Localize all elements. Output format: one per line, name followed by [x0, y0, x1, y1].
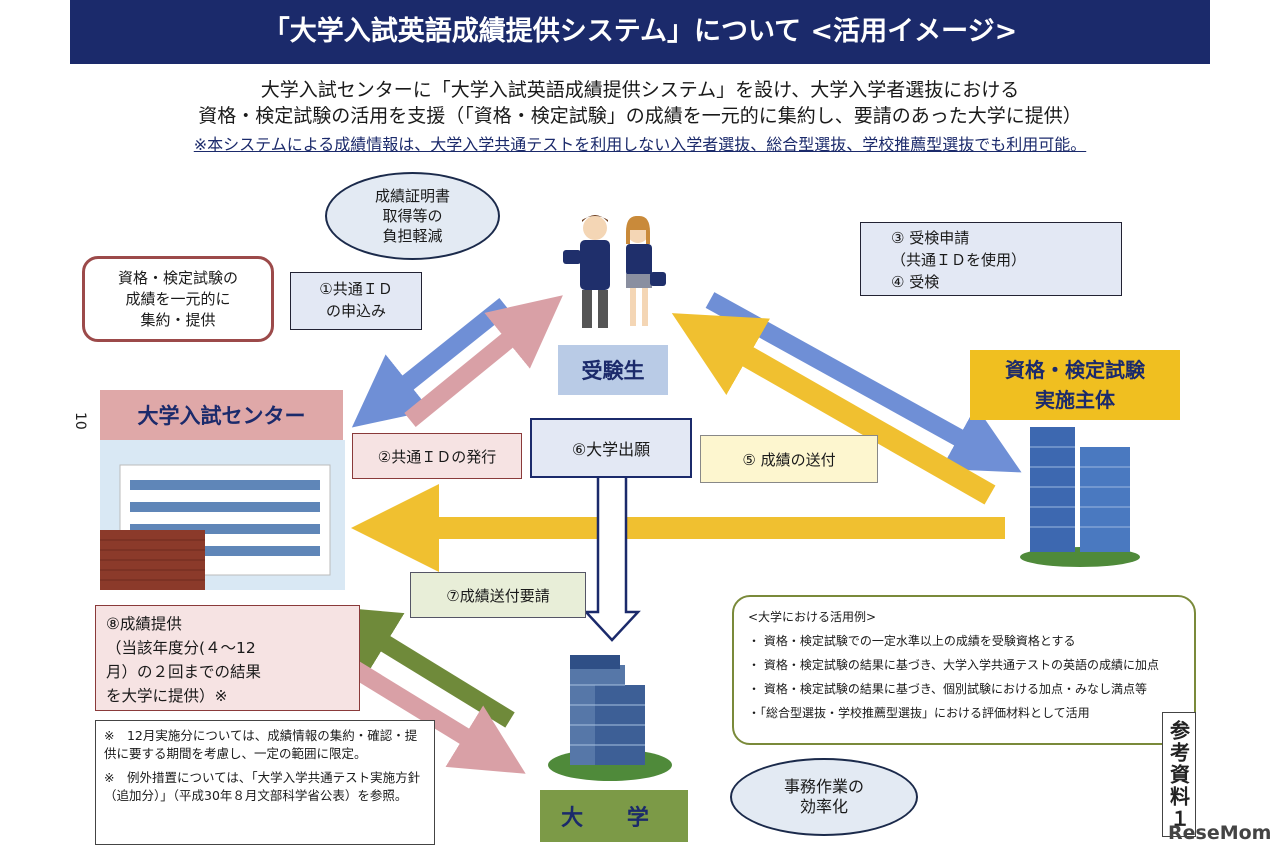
- bubble-text: 成績を一元的に: [125, 289, 231, 308]
- footnote-item: ※ 例外措置については、「大学入学共通テスト実施方針（追加分）」（平成30年８月…: [104, 770, 421, 803]
- bubble-text: 負担軽減: [382, 227, 443, 245]
- page-number: 10: [72, 412, 88, 430]
- bubble-text: 効率化: [799, 797, 848, 816]
- step-7-callout: ⑦成績送付要請: [410, 572, 586, 618]
- step-8-callout: ⑧成績提供 （当該年度分(４～12 月）の２回までの結果 を大学に提供）※: [95, 605, 360, 711]
- step-1-line: の申込み: [325, 302, 386, 320]
- intro-line-1: 大学入試センターに「大学入試英語成績提供システム」を設け、大学入学者選抜における: [260, 79, 1020, 101]
- bubble-student-benefit: 成績証明書 取得等の 負担軽減: [325, 172, 500, 260]
- arrow-student-to-provider: [705, 292, 1022, 473]
- step-2-callout: ②共通ＩＤの発行: [352, 433, 522, 479]
- step-3-line: （共通ＩＤを使用）: [891, 251, 1027, 269]
- application-item: ・ 資格・検定試験の結果に基づき、大学入学共通テストの英語の成績に加点: [748, 658, 1159, 672]
- students-icon: [563, 215, 666, 328]
- provider-building-icon: [1020, 427, 1140, 567]
- provider-label: 資格・検定試験 実施主体: [970, 350, 1180, 420]
- applications-heading: <大学における活用例>: [748, 610, 877, 624]
- arrow-student-to-center: [351, 297, 511, 428]
- university-label: 大 学: [540, 790, 688, 842]
- intro-line-2: 資格・検定試験の活用を支援（「資格・検定試験」の成績を一元的に集約し、要請のあっ…: [198, 105, 1082, 127]
- bubble-text: 資格・検定試験の: [117, 268, 238, 287]
- step-8-line: ⑧成績提供: [106, 615, 182, 633]
- bubble-text: 事務作業の: [783, 777, 864, 796]
- step-1-callout: ①共通ＩＤ の申込み: [290, 272, 422, 330]
- arrow-provider-to-student: [671, 313, 996, 505]
- application-item: ・ 資格・検定試験の結果に基づき、個別試験における加点・みなし満点等: [748, 682, 1147, 696]
- step-3-line: ③ 受検申請: [891, 229, 970, 247]
- bubble-text: 取得等の: [382, 207, 443, 225]
- applications-box: <大学における活用例> ・ 資格・検定試験での一定水準以上の成績を受験資格とする…: [732, 595, 1196, 745]
- center-building-icon: [100, 440, 345, 590]
- bubble-text: 成績証明書: [374, 187, 450, 205]
- bubble-center-role: 資格・検定試験の 成績を一元的に 集約・提供: [82, 256, 274, 342]
- footnotes: ※ 12月実施分については、成績情報の集約・確認・提供に要する期間を考慮し、一定…: [95, 720, 435, 845]
- step-4-line: ④ 受検: [891, 273, 940, 291]
- arrow-center-to-university: [335, 652, 526, 774]
- bubble-text: 集約・提供: [140, 310, 216, 329]
- student-label: 受験生: [558, 345, 668, 395]
- step-8-line: を大学に提供）※: [106, 687, 228, 705]
- arrow-center-to-student: [404, 295, 563, 427]
- provider-label-line: 資格・検定試験: [1005, 358, 1145, 382]
- step-1-line: ①共通ＩＤ: [319, 280, 393, 298]
- footnote-item: ※ 12月実施分については、成績情報の集約・確認・提供に要する期間を考慮し、一定…: [104, 728, 418, 761]
- watermark-logo: ReseMom: [1168, 822, 1272, 844]
- application-item: ・「総合型選抜・学校推薦型選抜」における評価材料として活用: [748, 706, 1090, 720]
- step-6-callout: ⑥大学出願: [530, 418, 692, 478]
- step-3-4-callout: ③ 受検申請 （共通ＩＤを使用） ④ 受検: [860, 222, 1122, 296]
- university-building-icon: [548, 655, 672, 781]
- step-5-callout: ⑤ 成績の送付: [700, 435, 878, 483]
- intro-note: ※本システムによる成績情報は、大学入学共通テストを利用しない入学者選抜、総合型選…: [193, 135, 1087, 154]
- step-8-line: 月）の２回までの結果: [106, 663, 262, 681]
- center-label: 大学入試センター: [100, 390, 343, 440]
- arrow-university-to-center: [324, 606, 515, 728]
- arrow-student-to-university: [583, 468, 641, 642]
- bubble-university-benefit: 事務作業の 効率化: [730, 758, 918, 836]
- step-8-line: （当該年度分(４～12: [106, 639, 256, 657]
- provider-label-line: 実施主体: [1035, 388, 1115, 412]
- application-item: ・ 資格・検定試験での一定水準以上の成績を受験資格とする: [748, 634, 1076, 648]
- reference-label: 参考資料１: [1162, 712, 1196, 837]
- page-title: 「大学入試英語成績提供システム」について <活用イメージ>: [70, 0, 1210, 64]
